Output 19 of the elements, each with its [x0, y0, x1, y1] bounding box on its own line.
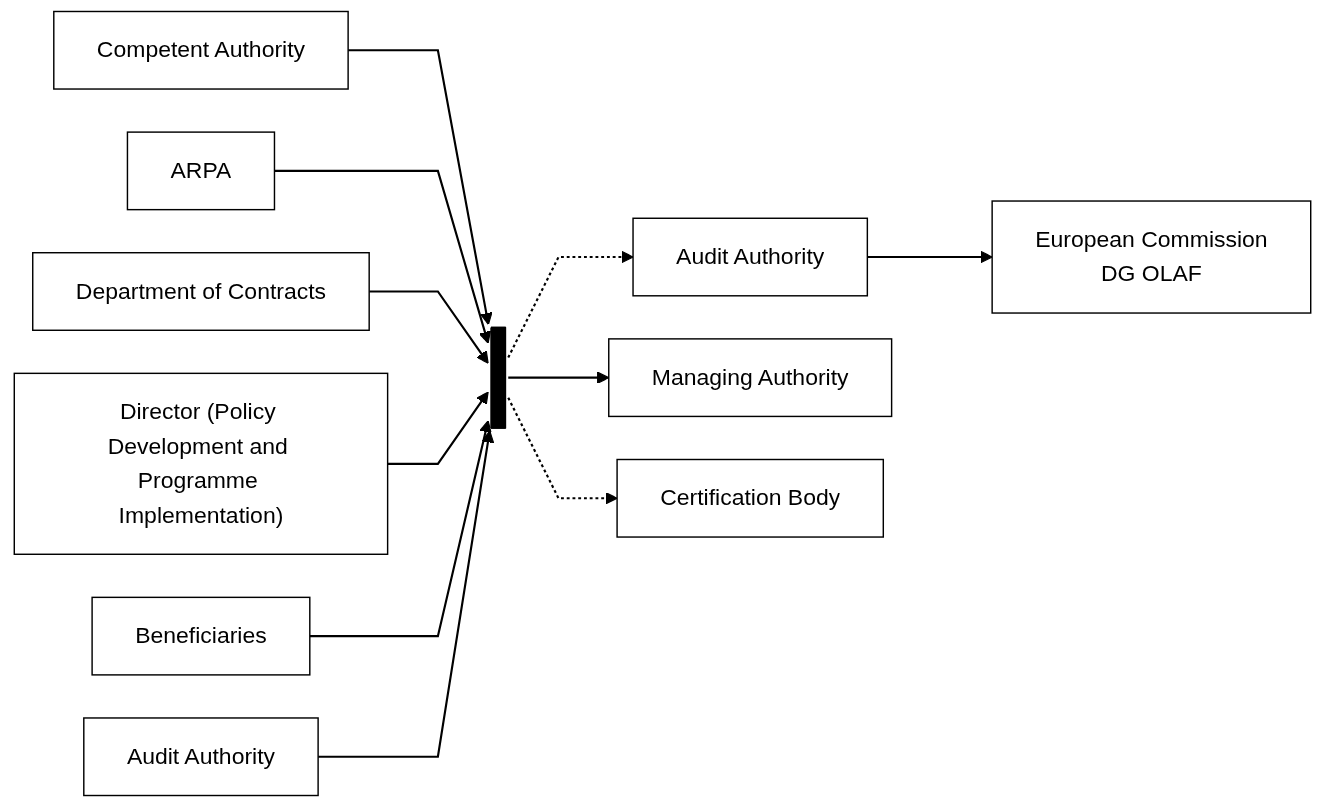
- arrow: [507, 250, 634, 359]
- node-box: Beneficiaries: [91, 596, 311, 676]
- arrow: [867, 250, 993, 264]
- arrow: [274, 169, 491, 344]
- node-box: ARPA: [126, 131, 276, 211]
- arrow: [369, 290, 489, 364]
- node-box: Director (Policy Development and Programme Implementation): [13, 372, 389, 555]
- arrow: [348, 49, 493, 326]
- node-box: Audit Authority: [632, 217, 869, 297]
- node-box: Certification Body: [616, 458, 884, 538]
- arrow: [318, 430, 495, 758]
- arrow: [309, 420, 492, 638]
- node-box: Competent Authority: [53, 10, 349, 90]
- node-box: Managing Authority: [608, 338, 893, 418]
- arrow: [387, 391, 489, 465]
- arrow: [507, 397, 618, 505]
- node-box: Department of Contracts: [32, 252, 370, 331]
- node-box: European Commission DG OLAF: [991, 200, 1312, 314]
- node-box: Audit Authority: [83, 717, 319, 797]
